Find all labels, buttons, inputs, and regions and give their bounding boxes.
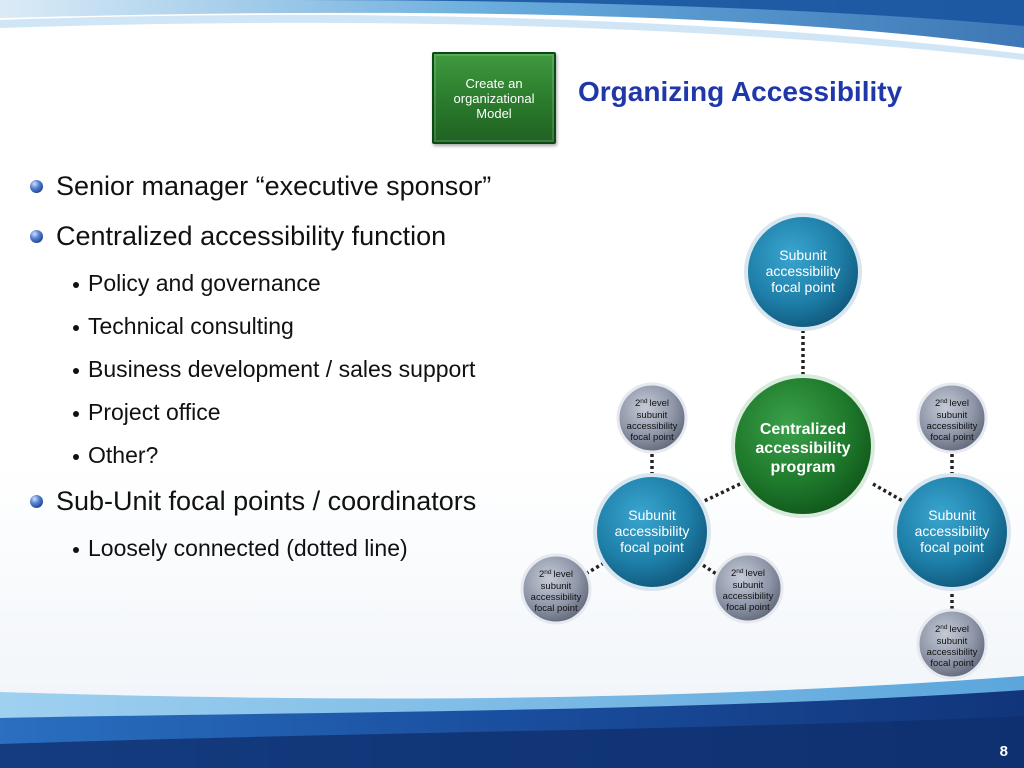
slide-title: Organizing Accessibility [578,76,903,107]
connector-center-left [697,482,741,506]
subunit-line: Subunit [628,507,676,523]
bullet-list: Senior manager “executive sponsor” Centr… [28,170,608,578]
sub-bullet-dot-icon [73,547,79,553]
second-level-superscript: nd [940,398,948,405]
dotted-connectors [581,330,954,612]
sub-bullet-dot-icon [73,282,79,288]
second-level-line: accessibility [927,421,978,432]
bullet-executive-sponsor: Senior manager “executive sponsor” [28,170,608,202]
subunit-node-top: Subunit accessibility focal point [744,213,862,331]
sub-bullet: Project office [28,399,608,426]
second-level-ordinal: 2 [935,398,940,409]
subunit-line: Subunit [779,247,827,263]
second-level-ordinal: 2 [935,624,940,635]
second-level-line: subunit [637,410,668,421]
subunit-line: focal point [620,539,684,555]
bullet-subunit-focal-points: Sub-Unit focal points / coordinators [28,485,608,517]
second-level-superscript: nd [544,569,552,576]
center-line: program [771,459,836,476]
sub-bullet-text: Other? [88,442,159,468]
second-level-superscript: nd [640,398,648,405]
subunit-line: focal point [771,279,835,295]
badge-label: Create an organizational Model [453,75,535,121]
second-level-line: subunit [937,410,968,421]
bullet-sphere-icon [30,495,43,508]
subunit-node-right: Subunit accessibility focal point [893,473,1011,591]
bullet-sphere-icon [30,180,43,193]
bullet-text: Senior manager “executive sponsor” [56,171,492,201]
sub-bullet-dot-icon [73,411,79,417]
second-level-ordinal: 2 [731,568,736,579]
bullet-text: Sub-Unit focal points / coordinators [56,486,477,516]
sub-bullet: Loosely connected (dotted line) [28,535,608,562]
second-level-line: accessibility [723,591,774,602]
sub-bullet-dot-icon [73,325,79,331]
bullet-sphere-icon [30,230,43,243]
connector-left-lowright [697,560,719,577]
second-level-line: focal point [930,658,974,669]
sub-bullet-text: Business development / sales support [88,356,476,382]
sub-bullet: Policy and governance [28,270,608,297]
second-level-word: level [745,568,765,579]
sub-bullet: Business development / sales support [28,356,608,383]
sub-bullet-text: Project office [88,399,221,425]
subunit-line: accessibility [766,263,841,279]
second-level-ordinal: 2 [635,398,640,409]
second-level-word: level [949,624,969,635]
second-level-line: focal point [726,602,770,613]
sub-bullet-text: Loosely connected (dotted line) [88,535,408,561]
second-level-line: subunit [733,580,764,591]
subunit-line: focal point [920,539,984,555]
subunit-line: accessibility [615,523,690,539]
page-number: 8 [999,743,1008,760]
subunit-line: accessibility [915,523,990,539]
sub-bullet: Other? [28,442,608,469]
second-level-word: level [649,398,669,409]
second-level-word: level [553,569,573,580]
second-level-line: focal point [534,603,578,614]
center-line: accessibility [755,440,850,457]
connector-center-right [872,482,909,506]
bullet-centralized-function: Centralized accessibility function [28,220,608,252]
second-level-word: level [949,398,969,409]
bullet-text: Centralized accessibility function [56,221,447,251]
second-level-line: accessibility [627,421,678,432]
second-level-superscript: nd [940,624,948,631]
subunit-line: Subunit [928,507,976,523]
create-model-badge: Create an organizational Model [432,52,556,144]
sub-bullet-text: Technical consulting [88,313,294,339]
second-level-line: accessibility [927,647,978,658]
sub-bullet-dot-icon [73,368,79,374]
second-level-line: accessibility [531,592,582,603]
center-line: Centralized [760,421,846,438]
second-level-superscript: nd [736,568,744,575]
second-level-line: focal point [630,432,674,443]
second-level-line: focal point [930,432,974,443]
sub-bullet-dot-icon [73,454,79,460]
sub-bullet: Technical consulting [28,313,608,340]
second-level-line: subunit [541,581,572,592]
connector-left-lowleft [581,561,605,578]
subunit-node-left: Subunit accessibility focal point [593,473,711,591]
second-level-ordinal: 2 [539,569,544,580]
second-level-line: subunit [937,636,968,647]
center-program-node: Centralized accessibility program [731,374,875,518]
sub-bullet-text: Policy and governance [88,270,321,296]
